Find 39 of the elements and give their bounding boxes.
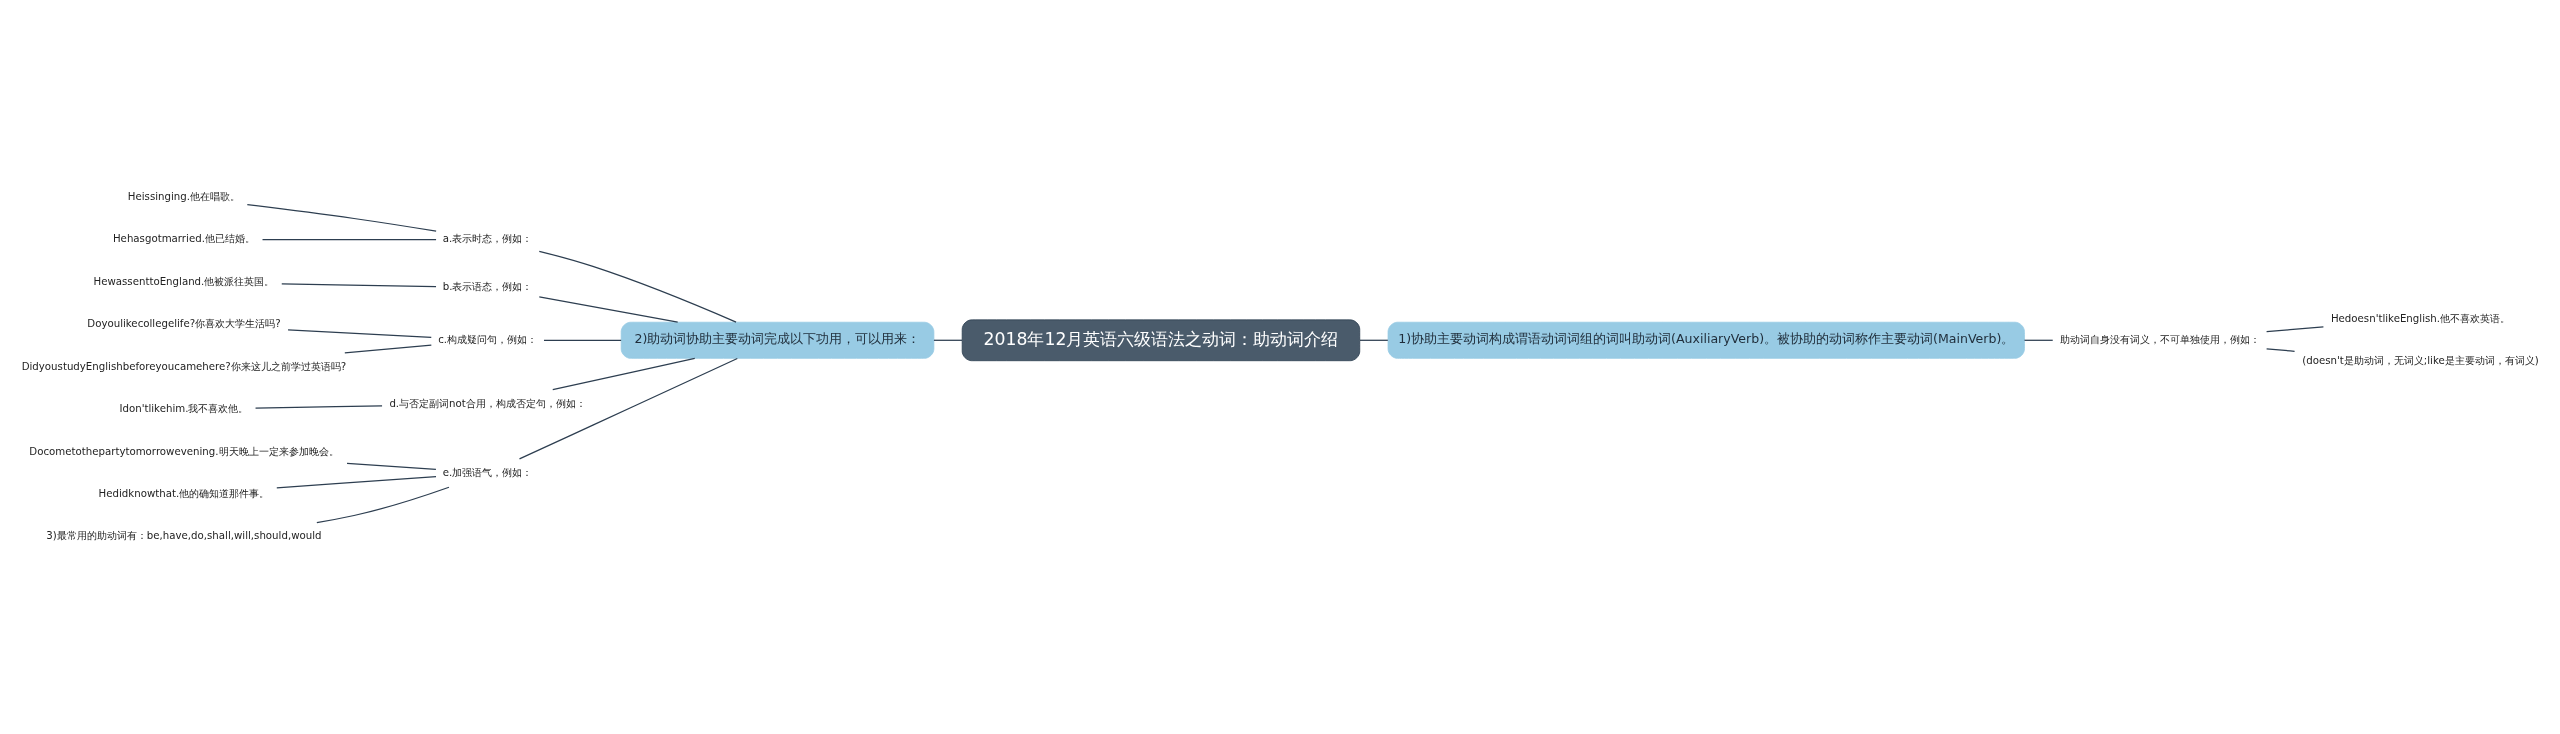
- node-text: Heissinging.他在唱歌。: [127, 190, 241, 202]
- connector: [287, 329, 432, 338]
- node-text: Hedidknowthat.他的确知道那件事。: [98, 487, 270, 499]
- node-box: 2)助动词协助主要动词完成以下功用，可以用来：: [620, 321, 935, 359]
- connector: [344, 344, 432, 354]
- connector: [1359, 339, 1389, 341]
- node-text: a.表示时态，例如：: [442, 233, 533, 245]
- node-text: Idon'tlikehim.我不喜欢他。: [119, 403, 249, 415]
- node-text: DidyoustudyEnglishbeforeyoucamehere?你来这儿之前学过英语吗?: [21, 360, 347, 372]
- node-text: Hedoesn'tlikeEnglish.他不喜欢英语。: [2330, 312, 2511, 324]
- connector: [254, 405, 383, 409]
- node-text: e.加强语气，例如：: [442, 466, 533, 478]
- connector: [276, 476, 437, 489]
- connector: [538, 250, 737, 323]
- node-text: c.构成疑问句，例如：: [438, 333, 538, 345]
- connector: [2023, 339, 2054, 341]
- node-text: 3)最常用的助动词有：be,have,do,shall,will,should,would: [46, 530, 322, 542]
- connector: [316, 486, 450, 524]
- node-box: 2018年12月英语六级语法之动词：助动词介绍: [961, 319, 1361, 362]
- connector: [2266, 348, 2296, 352]
- connector: [261, 239, 437, 241]
- node-text: HewassenttoEngland.他被派往英国。: [93, 275, 275, 287]
- node-text: b.表示语态，例如：: [442, 281, 533, 293]
- node-text: (doesn't是助动词，无词义;like是主要动词，有词义): [2302, 355, 2539, 367]
- connector: [281, 283, 437, 288]
- node-box: 1)协助主要动词构成谓语动词词组的词叫助动词(AuxiliaryVerb)。被协助的动词称作主要动词(MainVerb)。: [1387, 321, 2025, 359]
- connector: [543, 339, 622, 341]
- node-text: 助动词自身没有词义，不可单独使用，例如：: [2059, 333, 2260, 345]
- node-text: Doyoulikecollegelife?你喜欢大学生活吗?: [87, 318, 281, 330]
- connector: [933, 339, 963, 341]
- connector: [538, 296, 679, 323]
- connector: [2266, 326, 2325, 333]
- node-text: Hehasgotmarried.他已结婚。: [112, 233, 255, 245]
- connector: [346, 462, 437, 471]
- connector: [552, 357, 696, 391]
- node-text: Docometothepartytomorrowevening.明天晚上一定来参加晚会。: [29, 445, 339, 457]
- connector: [246, 204, 437, 232]
- node-text: d.与否定副词not合用，构成否定句，例如：: [389, 397, 586, 409]
- connector: [518, 357, 738, 460]
